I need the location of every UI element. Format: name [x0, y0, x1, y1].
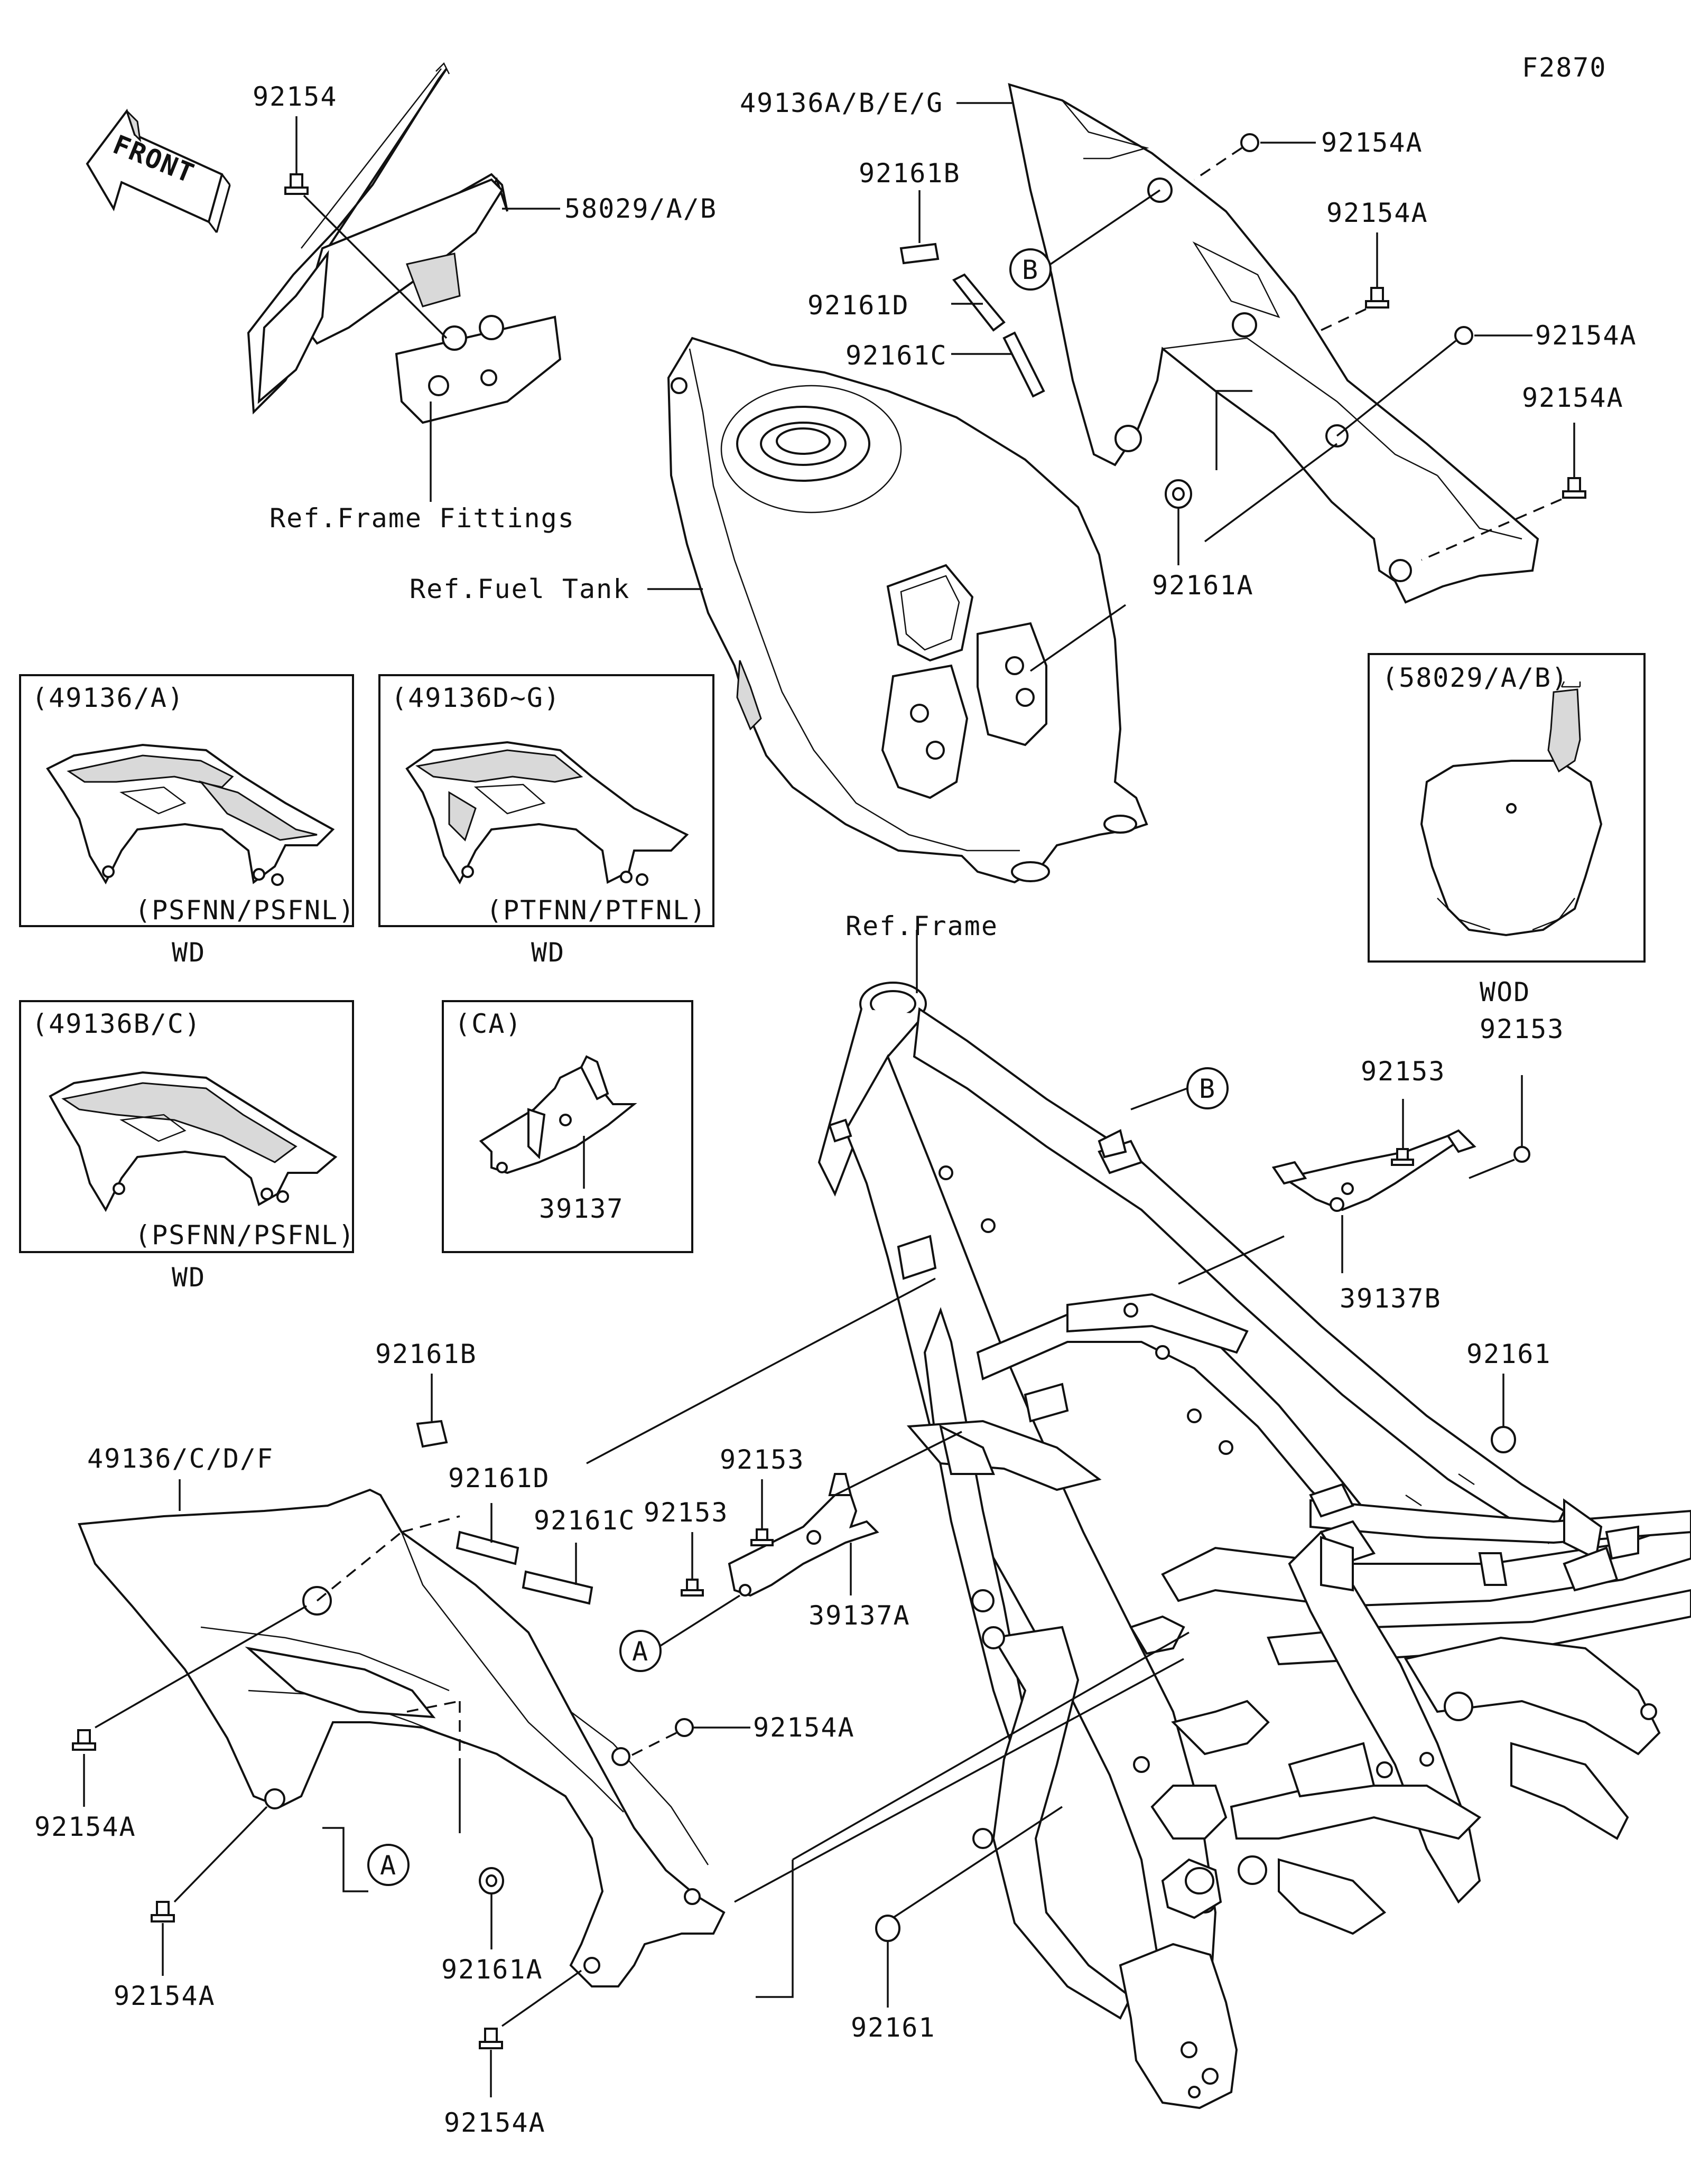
grommet-92161-r-icon: [1491, 1374, 1516, 1453]
number-plate-part: [247, 62, 562, 424]
callout-92153-b: 92153: [1480, 1014, 1565, 1044]
strip-92161c-low-icon: [522, 1543, 593, 1605]
bolt-92154a-7-icon: [151, 1806, 268, 1976]
callout-92161d-top: 92161D: [807, 290, 909, 321]
callout-92154a-8: 92154A: [444, 2107, 546, 2138]
bolt-92154-icon: [284, 116, 448, 339]
strip-92161d-top-icon: [952, 273, 1006, 332]
bracket-39137b-part: [1178, 1129, 1476, 1285]
inset-5-title: (58029/A/B): [1382, 662, 1568, 693]
callout-92154a-3: 92154A: [1535, 320, 1637, 351]
frame-part: [817, 982, 1691, 2110]
marker-b-top: [1009, 248, 1052, 291]
inset-5-tag: WOD: [1480, 977, 1530, 1007]
callout-92154a-5: 92154A: [753, 1712, 855, 1743]
bolt-92154a-3-icon: [1336, 326, 1532, 437]
callout-92161b-top: 92161B: [859, 158, 961, 189]
front-arrow-icon: FRONT: [86, 108, 231, 234]
callout-92153-a: 92153: [1361, 1056, 1446, 1087]
marker-a-low: [619, 1630, 662, 1672]
callout-39137a: 39137A: [809, 1600, 910, 1631]
callout-92154a-6: 92154A: [34, 1812, 136, 1842]
callout-92153-c: 92153: [720, 1444, 805, 1475]
right-shroud-part: [1008, 83, 1539, 604]
inset-2-tag: WD: [531, 937, 565, 968]
bracket-39137a-part: [728, 1431, 962, 1597]
inset-58029: (58029/A/B): [1368, 653, 1646, 963]
callout-92154a-1: 92154A: [1321, 127, 1423, 158]
inset-1-title: (49136/A): [32, 683, 184, 713]
marker-a-low-label: A: [632, 1636, 649, 1667]
callout-92154a-7: 92154A: [114, 1981, 216, 2011]
inset-2-variant: (PTFNN/PTFNL): [486, 895, 707, 926]
callout-ref-fuel-tank: Ref.Fuel Tank: [410, 574, 630, 604]
bolt-92153-c-icon: [750, 1479, 774, 1546]
bolt-92154a-4-icon: [1421, 423, 1586, 561]
inset-49136-dg: (49136D~G) (PTFNN/PTFNL): [378, 674, 714, 927]
left-shroud-part: [78, 1488, 726, 1987]
callout-92154a-2: 92154A: [1326, 198, 1428, 228]
inset-ca: (CA) 39137: [442, 1000, 693, 1253]
grommet-92161a-low-icon: [459, 1759, 504, 1949]
strip-92161d-low-icon: [456, 1503, 519, 1565]
inset-3-tag: WD: [172, 1262, 206, 1293]
callout-92161-r: 92161: [1466, 1339, 1551, 1369]
inset-3-title: (49136B/C): [32, 1009, 201, 1039]
figure-id: F2870: [1522, 52, 1607, 83]
callout-92153-d: 92153: [644, 1497, 729, 1528]
callout-58029: 58029/A/B: [564, 193, 717, 224]
pad-92161b-top-icon: [899, 242, 940, 265]
inset-4-title: (CA): [454, 1009, 522, 1039]
callout-92161a-low: 92161A: [441, 1954, 543, 1985]
bolt-92154a-2-icon: [1321, 232, 1389, 331]
bolt-92154a-5-icon: [628, 1718, 750, 1758]
marker-b-frame-label: B: [1199, 1074, 1216, 1104]
callout-92154: 92154: [253, 81, 338, 112]
inset-49136-a: (49136/A) (PSFNN/PSFNL): [19, 674, 355, 927]
callout-92161c-low: 92161C: [534, 1505, 636, 1536]
inset-3-variant: (PSFNN/PSFNL): [135, 1220, 355, 1250]
marker-b-top-label: B: [1022, 255, 1039, 285]
callout-92161d-low: 92161D: [448, 1463, 550, 1494]
callout-92161b-low: 92161B: [375, 1339, 477, 1369]
inset-49136-bc: (49136B/C) (PSFNN/PSFNL): [19, 1000, 355, 1253]
bolt-92153-d-icon: [681, 1532, 704, 1597]
fuel-tank-part: [667, 337, 1148, 884]
callout-39137b: 39137B: [1340, 1283, 1442, 1314]
callout-92161a-top: 92161A: [1152, 570, 1254, 601]
callout-92161c-top: 92161C: [846, 340, 947, 371]
bolt-92153-a-icon: [1391, 1099, 1414, 1166]
inset-1-tag: WD: [172, 937, 206, 968]
grommet-92161-low-icon: [734, 1631, 1190, 2008]
callout-ref-frame: Ref.Frame: [846, 911, 998, 941]
callout-92161-low: 92161: [851, 2012, 936, 2043]
callout-ref-frame-fittings: Ref.Frame Fittings: [270, 503, 575, 534]
bolt-92154a-8-icon: [479, 1970, 582, 2097]
bolt-92154a-6-icon: [72, 1605, 307, 1807]
callout-49136cdf: 49136/C/D/F: [87, 1443, 274, 1474]
bolt-92153-b-icon: [1469, 1075, 1530, 1179]
inset-2-title: (49136D~G): [391, 683, 561, 713]
pad-92161b-low-icon: [416, 1374, 448, 1448]
callout-92154a-4: 92154A: [1522, 382, 1624, 413]
marker-a-mid-label: A: [380, 1850, 397, 1881]
marker-a-mid: [367, 1844, 410, 1886]
strip-92161c-top-icon: [1002, 331, 1045, 398]
grommet-92161a-top-icon: [1165, 390, 1338, 565]
callout-49136abeg: 49136A/B/E/G: [740, 88, 943, 118]
bolt-92154a-1-icon: [1194, 133, 1316, 181]
inset-4-part: 39137: [539, 1193, 624, 1224]
inset-1-variant: (PSFNN/PSFNL): [135, 895, 355, 926]
